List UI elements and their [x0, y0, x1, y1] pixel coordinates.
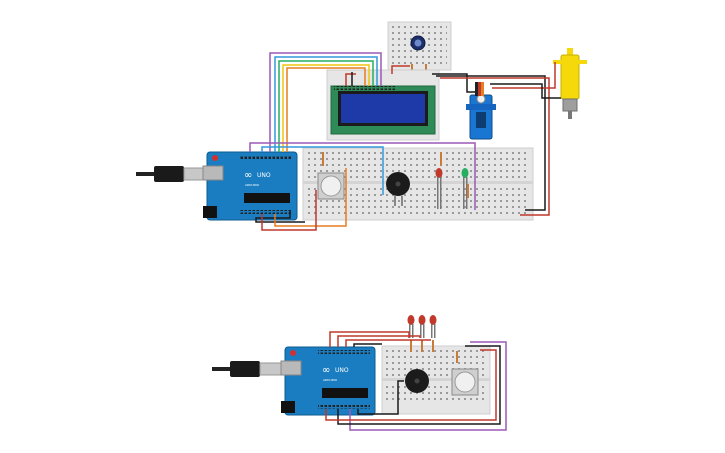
dc-motor[interactable]: [553, 48, 587, 119]
green-led[interactable]: [461, 168, 469, 209]
button-resistor: [322, 152, 324, 166]
bottom-wires: [325, 331, 507, 431]
buzzer[interactable]: [386, 172, 410, 206]
usb-cable: [136, 166, 209, 182]
arduino-brand: ARDUINO: [245, 183, 260, 187]
arduino-brand-bottom: ARDUINO: [323, 378, 338, 382]
small-breadboard[interactable]: [387, 21, 452, 71]
push-button-bottom[interactable]: [451, 368, 479, 396]
potentiometer[interactable]: [410, 35, 426, 51]
arduino-uno[interactable]: ∞ UNO ARDUINO: [202, 151, 298, 221]
top-circuit: ∞ UNO ARDUINO: [136, 21, 587, 231]
bottom-circuit: ∞ UNO ARDUINO: [212, 315, 507, 431]
red-led[interactable]: [435, 168, 443, 209]
red-led-2[interactable]: [418, 315, 426, 338]
arduino-model-bottom: UNO: [335, 367, 349, 374]
buzzer-bottom[interactable]: [405, 369, 429, 393]
push-button[interactable]: [317, 172, 345, 200]
arduino-logo: ∞: [244, 170, 252, 181]
red-led-3[interactable]: [429, 315, 437, 338]
led-resistors: [440, 152, 469, 198]
arduino-model: UNO: [257, 172, 271, 179]
usb-cable-bottom: [212, 361, 285, 377]
red-led-1[interactable]: [407, 315, 415, 338]
main-breadboard[interactable]: [302, 147, 534, 221]
lcd-screen: [341, 94, 425, 123]
led-resistors-bottom: [410, 340, 458, 363]
arduino-wires: [249, 142, 476, 231]
lcd-module[interactable]: [330, 85, 436, 135]
arduino-uno-bottom[interactable]: ∞ UNO ARDUINO: [280, 346, 376, 416]
arduino-logo-bottom: ∞: [322, 365, 330, 376]
lcd-wire-bundle: [269, 52, 561, 216]
servo-motor[interactable]: [466, 82, 496, 140]
